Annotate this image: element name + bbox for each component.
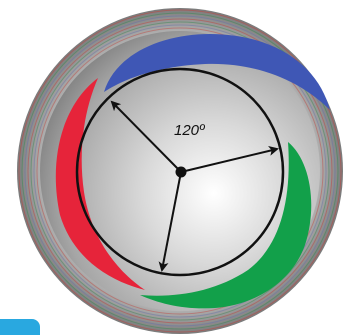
- red-band: [55, 78, 145, 290]
- down-arrow: [158, 171, 182, 272]
- angle-label: 120º: [174, 122, 206, 139]
- vector-arrows: [110, 100, 279, 272]
- green-band: [140, 142, 312, 309]
- corner-tab: [0, 319, 40, 335]
- right-arrow: [180, 146, 279, 173]
- center-point: [175, 166, 187, 178]
- upper-left-arrow: [110, 100, 182, 173]
- blue-band: [104, 34, 330, 111]
- reference-circle: [75, 67, 285, 277]
